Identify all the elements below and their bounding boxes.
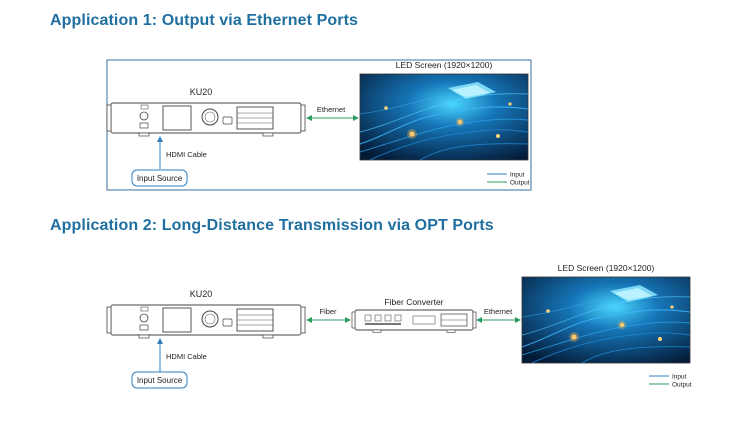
app1-screen-label: LED Screen (1920×1200) — [396, 60, 493, 70]
app2-hdmi-label: HDMI Cable — [166, 352, 207, 361]
app1-input-source-box — [131, 169, 188, 187]
app2-fiber-label: Fiber — [319, 307, 337, 316]
app2-input-source-box — [131, 371, 188, 389]
app1-legend-input: Input — [510, 172, 525, 179]
app1-led-screen — [359, 73, 529, 161]
app2-screen-label: LED Screen (1920×1200) — [558, 263, 655, 273]
app2-led-screen — [521, 276, 691, 364]
app2-input-source-label: Input Source — [137, 376, 183, 385]
app2-ethernet-label: Ethernet — [484, 307, 513, 316]
app1-ku20-device — [106, 102, 306, 137]
app1-ethernet-label: Ethernet — [317, 105, 346, 114]
app2-heading: Application 2: Long-Distance Transmissio… — [50, 217, 494, 234]
app2-legend-input: Input — [672, 374, 687, 381]
app1-heading: Application 1: Output via Ethernet Ports — [50, 12, 359, 29]
app1-device-label: KU20 — [190, 87, 213, 97]
app2-ku20-device — [106, 304, 306, 339]
app1-hdmi-label: HDMI Cable — [166, 150, 207, 159]
app2-converter-label: Fiber Converter — [384, 297, 443, 307]
app2-device-label: KU20 — [190, 289, 213, 299]
app2-fiber-converter — [351, 309, 477, 333]
app1-legend-output: Output — [510, 180, 530, 187]
app2-legend-output: Output — [672, 382, 692, 389]
app1-input-source-label: Input Source — [137, 174, 183, 183]
